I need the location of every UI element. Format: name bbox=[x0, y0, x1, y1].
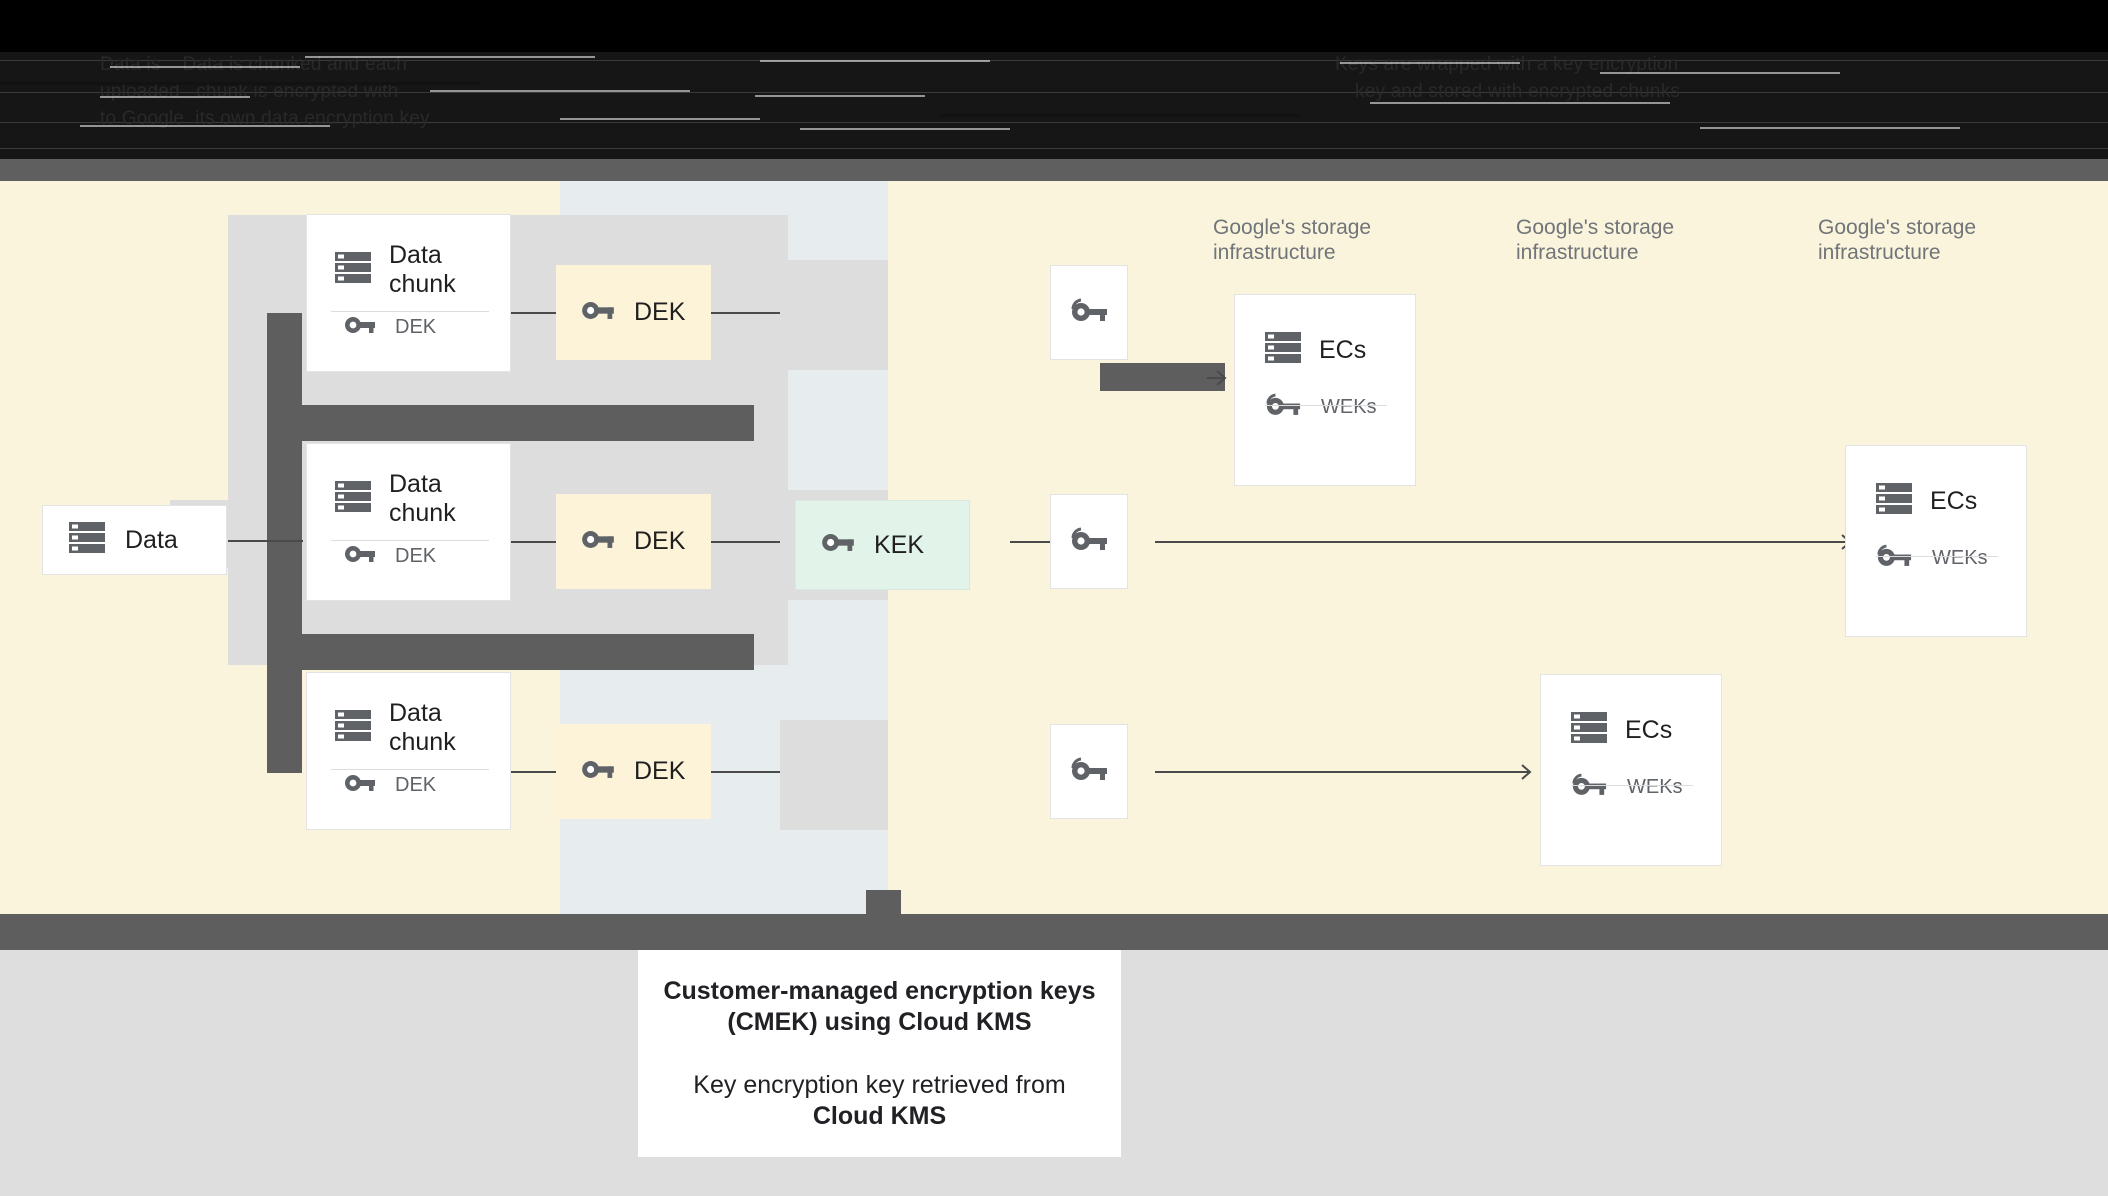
card-data-chunk-3[interactable]: Data chunk DEK bbox=[306, 672, 511, 830]
wire-chunk3-to-dek3 bbox=[511, 771, 556, 773]
card-data-chunk-1[interactable]: Data chunk DEK bbox=[306, 214, 511, 372]
card-ecs-1[interactable]: ECs WEKs bbox=[1234, 294, 1416, 486]
card-wrapped-key-1[interactable] bbox=[1050, 265, 1128, 360]
caption-line-4: Cloud KMS bbox=[812, 1101, 947, 1130]
storage-icon bbox=[1265, 331, 1301, 370]
card-wrapped-key-2[interactable] bbox=[1050, 494, 1128, 589]
card-divider bbox=[331, 311, 489, 312]
wire-dek3-to-wek3 bbox=[710, 771, 780, 773]
header-text-col3: to Google its own data encryption key bbox=[100, 108, 430, 129]
wire-dek2-to-wek2 bbox=[710, 541, 780, 543]
wire-wek3-to-ecs2 bbox=[1155, 771, 1525, 773]
chip-kek[interactable]: KEK bbox=[795, 500, 970, 590]
wrapped-key-icon bbox=[1070, 297, 1108, 328]
caption-line-2: (CMEK) using Cloud KMS bbox=[727, 1007, 1032, 1036]
card-data-chunk-key-label: DEK bbox=[395, 545, 437, 567]
chip-dek-label: DEK bbox=[634, 298, 686, 326]
storage-icon bbox=[335, 709, 371, 748]
card-ecs-label: ECs bbox=[1319, 336, 1367, 364]
header-text-col4: Keys are wrapped with a key encryption bbox=[1335, 54, 1679, 75]
lane-gray-wek-bot bbox=[780, 720, 888, 830]
header-obscured-region: Data is Data is chunked and each uploade… bbox=[0, 52, 2108, 159]
footer-dark-bar bbox=[0, 914, 2108, 950]
chip-dek-label: DEK bbox=[634, 757, 686, 785]
card-data-chunk-key-label: DEK bbox=[395, 316, 437, 338]
wrapped-key-icon bbox=[1070, 756, 1108, 787]
lane-gray-wek-top bbox=[780, 260, 888, 370]
card-ecs-2[interactable]: ECs WEKs bbox=[1540, 674, 1722, 866]
card-data-chunk-key-label: DEK bbox=[395, 774, 437, 796]
card-ecs-label: ECs bbox=[1930, 487, 1978, 515]
chip-dek-2[interactable]: DEK bbox=[556, 494, 711, 589]
wrapped-key-icon bbox=[1265, 392, 1301, 422]
dark-spine-bottom bbox=[866, 890, 901, 914]
dark-spine-vertical bbox=[267, 313, 302, 773]
card-ecs-3[interactable]: ECs WEKs bbox=[1845, 445, 2027, 637]
card-data-source-label: Data bbox=[125, 525, 178, 554]
dark-branch-mid bbox=[267, 634, 754, 670]
key-icon bbox=[345, 545, 375, 568]
label-google-storage-infra-3: Google's storage infrastructure bbox=[1818, 216, 1977, 264]
card-divider bbox=[331, 540, 489, 541]
key-icon bbox=[345, 316, 375, 339]
key-icon bbox=[822, 533, 854, 557]
wire-wek2-to-ecs3 bbox=[1155, 541, 1845, 543]
card-data-chunk-label: Data chunk bbox=[389, 241, 456, 298]
arrowhead-ecs2 bbox=[1512, 764, 1532, 780]
arrowhead-ecs1 bbox=[1207, 370, 1227, 386]
card-divider bbox=[1876, 556, 1998, 557]
header-text-col1: Data is Data is chunked and each bbox=[100, 54, 407, 75]
card-ecs-label: ECs bbox=[1625, 716, 1673, 744]
key-icon bbox=[582, 301, 614, 325]
card-data-chunk-label: Data chunk bbox=[389, 699, 456, 756]
storage-icon bbox=[69, 521, 105, 560]
chip-kek-label: KEK bbox=[874, 530, 925, 559]
wrapped-key-icon bbox=[1070, 526, 1108, 557]
key-icon bbox=[345, 774, 375, 797]
key-icon bbox=[582, 760, 614, 784]
label-google-storage-infra-1: Google's storage infrastructure bbox=[1213, 216, 1372, 264]
wrapped-key-icon bbox=[1571, 772, 1607, 802]
card-data-chunk-label: Data chunk bbox=[389, 470, 456, 527]
card-data-chunk-2[interactable]: Data chunk DEK bbox=[306, 443, 511, 601]
caption-line-3: Key encryption key retrieved from bbox=[693, 1070, 1066, 1099]
dark-branch-top bbox=[267, 405, 754, 441]
key-icon bbox=[582, 530, 614, 554]
card-wrapped-key-3[interactable] bbox=[1050, 724, 1128, 819]
header-divider-bar bbox=[0, 159, 2108, 181]
wrapped-key-icon bbox=[1876, 543, 1912, 573]
card-divider bbox=[331, 769, 489, 770]
storage-icon bbox=[335, 251, 371, 290]
header-black-strip bbox=[0, 0, 2108, 52]
storage-icon bbox=[1571, 711, 1607, 750]
wire-chunk1-to-dek1 bbox=[511, 312, 556, 314]
wire-data-to-spine bbox=[228, 540, 303, 542]
chip-dek-1[interactable]: DEK bbox=[556, 265, 711, 360]
storage-icon bbox=[335, 480, 371, 519]
wire-kek-to-wek2 bbox=[1010, 541, 1060, 543]
caption-box: Customer-managed encryption keys (CMEK) … bbox=[638, 950, 1121, 1157]
header-text-col5: key and stored with encrypted chunks bbox=[1355, 81, 1681, 102]
label-google-storage-infra-2: Google's storage infrastructure bbox=[1516, 216, 1675, 264]
card-ecs-key-label: WEKs bbox=[1627, 775, 1683, 798]
card-ecs-key-label: WEKs bbox=[1321, 395, 1377, 418]
storage-icon bbox=[1876, 482, 1912, 521]
chip-dek-3[interactable]: DEK bbox=[556, 724, 711, 819]
dark-branch-ecs bbox=[1100, 363, 1225, 391]
card-data-source[interactable]: Data bbox=[42, 505, 227, 575]
wire-dek1-to-wek1 bbox=[710, 312, 780, 314]
caption-line-1: Customer-managed encryption keys bbox=[663, 976, 1096, 1005]
card-ecs-key-label: WEKs bbox=[1932, 546, 1988, 569]
card-divider bbox=[1265, 405, 1387, 406]
wire-chunk2-to-dek2 bbox=[511, 541, 556, 543]
card-divider bbox=[1571, 785, 1693, 786]
chip-dek-label: DEK bbox=[634, 527, 686, 555]
